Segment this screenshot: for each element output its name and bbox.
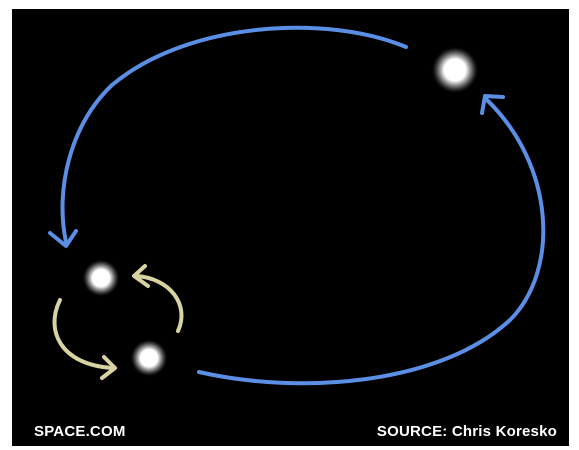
source-credit: SOURCE: Chris Koresko: [376, 423, 557, 440]
site-logo-text: SPACE.COM: [34, 423, 126, 440]
distant-star-icon: [431, 46, 479, 94]
diagram-panel: [12, 9, 569, 446]
outer-orbit-arrowhead-right: [480, 94, 505, 115]
inner-orbit-left-arc: [52, 298, 115, 370]
outer-orbit-arrowhead-left: [48, 229, 78, 248]
inner-orbit-arrowhead-top: [132, 264, 150, 288]
inner-orbit-right-arc: [134, 274, 184, 333]
close-pair-star-b-icon: [130, 339, 168, 377]
close-pair-star-a-icon: [82, 259, 120, 297]
outer-orbit-bottom-arc: [197, 97, 546, 386]
outer-orbit-top-arc: [60, 25, 408, 244]
inner-orbit-arrowhead-bottom: [100, 355, 117, 380]
